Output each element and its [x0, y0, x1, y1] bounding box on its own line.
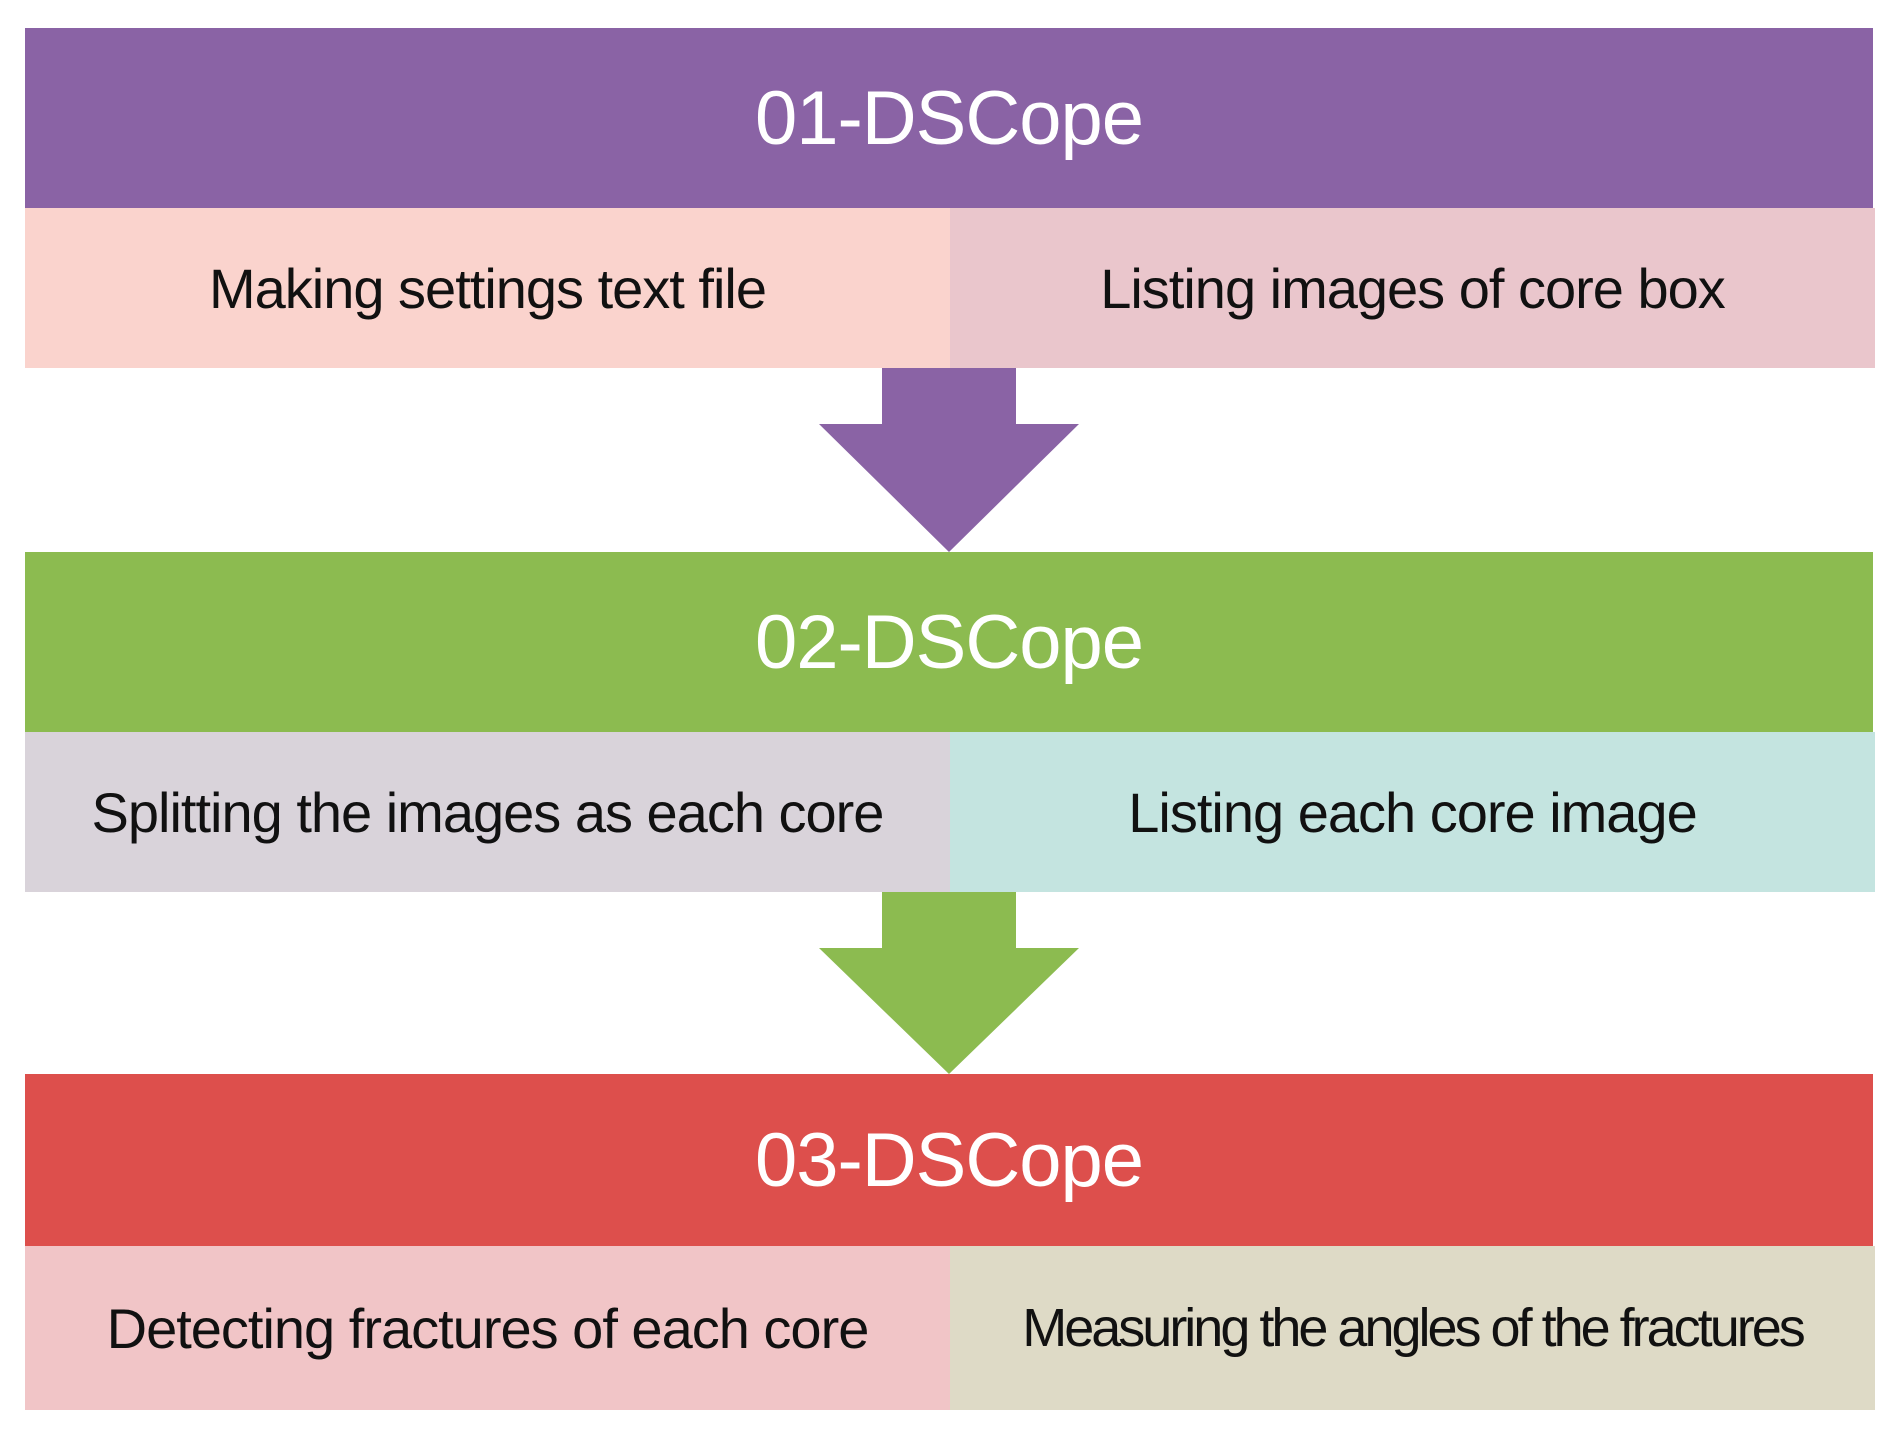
stage-3-task-2: Measuring the angles of the fractures	[950, 1246, 1875, 1410]
stage-1-header: 01-DSCope	[25, 28, 1873, 208]
arrow-1-to-2	[25, 368, 1873, 552]
stage-3-header: 03-DSCope	[25, 1074, 1873, 1246]
stage-2-header: 02-DSCope	[25, 552, 1873, 732]
stage-3-task-1: Detecting fractures of each core	[25, 1246, 950, 1410]
stage-1-task-1: Making settings text file	[25, 208, 950, 368]
arrow-2-to-3	[25, 892, 1873, 1074]
stage-1-task-2: Listing images of core box	[950, 208, 1875, 368]
stage-2-tasks: Splitting the images as each core Listin…	[25, 732, 1875, 892]
stage-2-task-1: Splitting the images as each core	[25, 732, 950, 892]
stage-3-tasks: Detecting fractures of each core Measuri…	[25, 1246, 1875, 1410]
flow-diagram: 01-DSCope Making settings text file List…	[25, 0, 1875, 1440]
arrow-1-shape	[819, 368, 1079, 552]
stage-1-tasks: Making settings text file Listing images…	[25, 208, 1875, 368]
stage-2-task-2: Listing each core image	[950, 732, 1875, 892]
arrow-2-shape	[819, 892, 1079, 1074]
